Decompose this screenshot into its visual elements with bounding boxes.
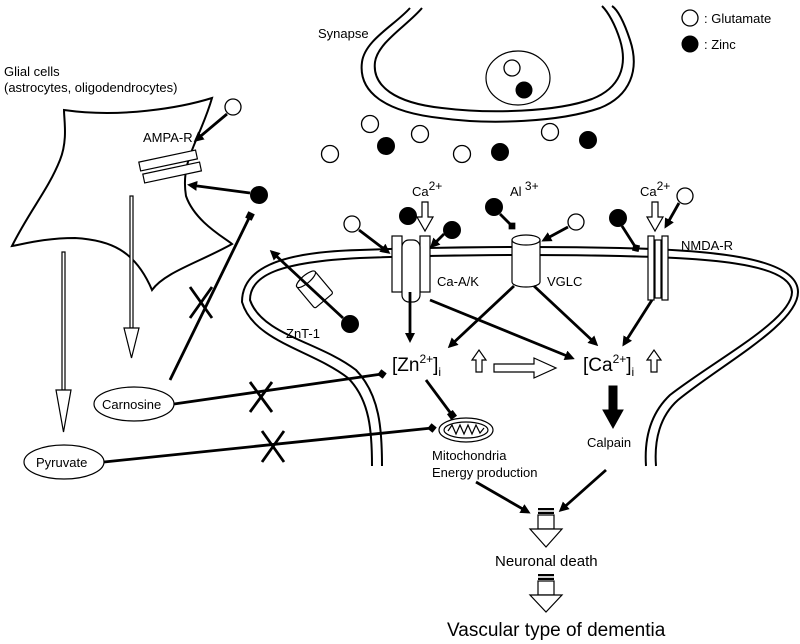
- ca-ak-glutamate: [343, 215, 361, 233]
- synaptic-vesicle: [485, 50, 551, 106]
- ca-ak-zinc-right: [443, 221, 461, 239]
- legend-zinc-symbol: [681, 35, 699, 53]
- ampa-receptor: [138, 149, 203, 184]
- mitochondrion: [438, 417, 494, 443]
- calpain-label: Calpain: [587, 435, 631, 450]
- nmda-r-label: NMDA-R: [681, 238, 733, 253]
- legend: : Glutamate : Zinc: [681, 9, 771, 53]
- carnosine-inhibits-zinc: [168, 211, 255, 381]
- pyruvate-production-arrow: [55, 251, 72, 433]
- carnosine-inhibits-zn-pool: [173, 369, 387, 406]
- presynaptic-terminal: [360, 5, 635, 123]
- dementia-arrow: [528, 574, 564, 613]
- neuronal-death-arrow: [528, 508, 564, 548]
- legend-glutamate-label: : Glutamate: [704, 11, 771, 26]
- zn-intracellular: [Zn2+]i: [392, 352, 441, 379]
- nmda-glutamate: [676, 187, 694, 205]
- pyruvate-label: Pyruvate: [36, 455, 87, 470]
- ca-ak-label: Ca-A/K: [437, 274, 479, 289]
- synapse-label: Synapse: [318, 26, 369, 41]
- ampa-zinc: [250, 186, 268, 204]
- legend-glutamate-symbol: [681, 9, 699, 27]
- vglc-label: VGLC: [547, 274, 582, 289]
- ca-left-ion: Ca2+: [412, 179, 442, 199]
- legend-zinc-label: : Zinc: [704, 37, 736, 52]
- ca-right-ion: Ca2+: [640, 179, 670, 199]
- vesicle-glutamate: [503, 59, 521, 77]
- ampa-glutamate: [224, 98, 242, 116]
- zn-to-ca-hollow-arrow: [493, 357, 558, 379]
- glial-cell-body: [10, 96, 234, 293]
- block-x-marks: [188, 286, 286, 463]
- zn-increase-arrow: [470, 348, 488, 373]
- carnosine-production-arrow: [123, 195, 140, 359]
- nmda-receptor: [647, 235, 669, 301]
- ca-increase-arrow: [645, 348, 663, 373]
- glial-cells-label: Glial cells: [4, 64, 60, 79]
- znt1-zinc: [341, 315, 359, 333]
- vascular-dementia-label: Vascular type of dementia: [447, 620, 666, 641]
- ca-right-influx-arrow: [645, 201, 665, 233]
- ampa-r-label: AMPA-R: [143, 130, 193, 145]
- ca-intracellular: [Ca2+]i: [583, 352, 634, 379]
- calpain-activation-arrow: [602, 385, 624, 430]
- carnosine-label: Carnosine: [102, 397, 161, 412]
- vglc-zinc: [485, 198, 503, 216]
- released-ions: [320, 114, 597, 164]
- energy-production-label: Energy production: [432, 465, 538, 480]
- znt1-label: ZnT-1: [286, 326, 320, 341]
- ca-ak-zinc: [399, 207, 417, 225]
- pyruvate-protects-mitochondria: [103, 423, 437, 464]
- neuronal-death-label: Neuronal death: [495, 553, 598, 570]
- mitochondria-label: Mitochondria: [432, 448, 507, 463]
- vglc-channel: [511, 234, 541, 288]
- glial-cells-sublabel: (astrocytes, oligodendrocytes): [4, 80, 177, 95]
- al-ion: Al 3+: [510, 179, 539, 199]
- vglc-glutamate: [567, 213, 585, 231]
- ca-left-influx-arrow: [415, 201, 435, 233]
- nmda-zinc: [609, 209, 627, 227]
- vesicle-zinc: [515, 81, 533, 99]
